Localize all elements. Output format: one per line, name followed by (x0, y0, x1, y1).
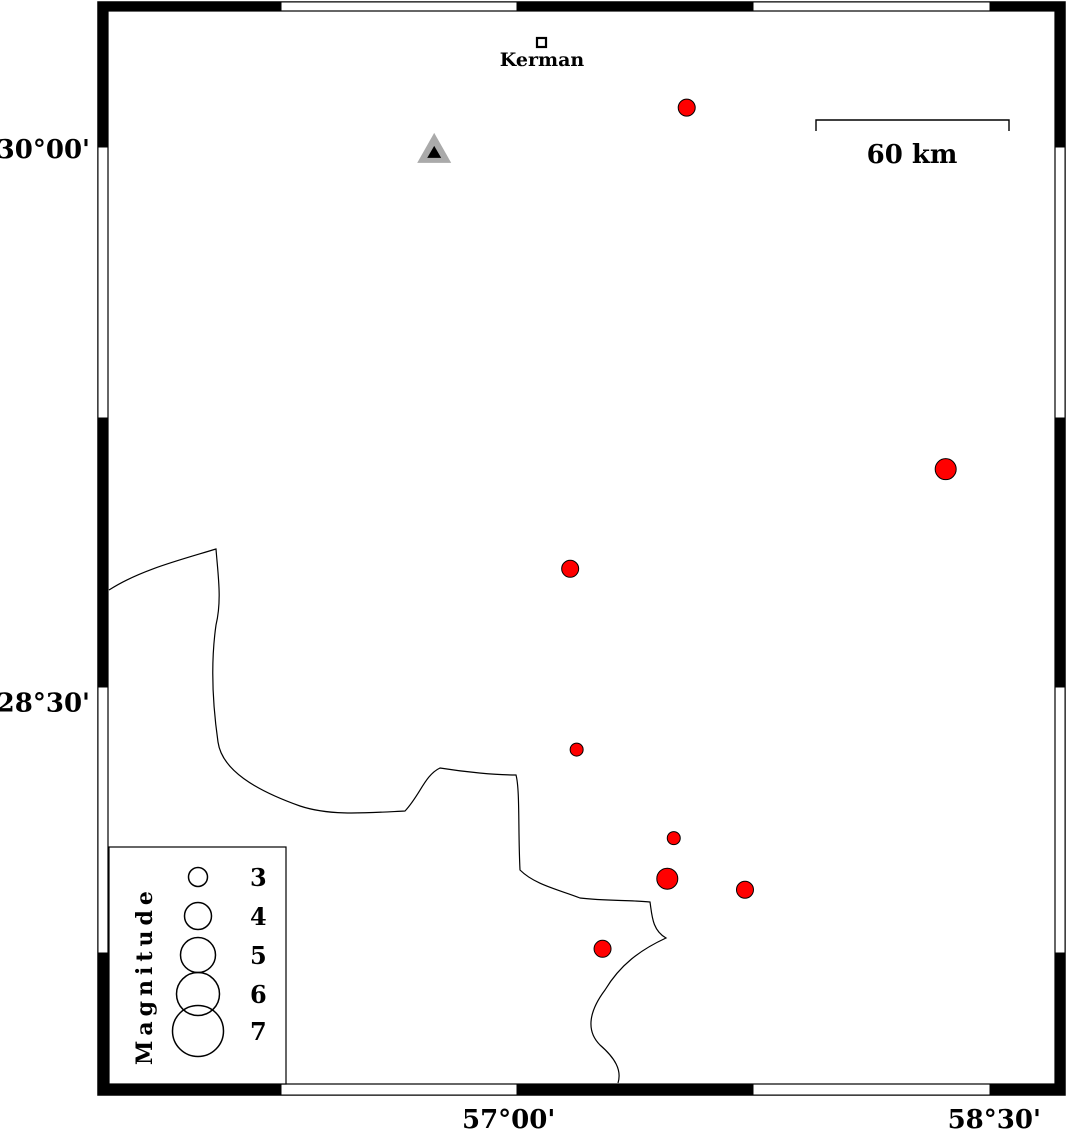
lat-tick-label: 28°30' (0, 689, 90, 719)
earthquake-circle (569, 742, 584, 757)
frame-band-left (97, 146, 109, 419)
frame-band-top (97, 1, 282, 12)
earthquake-circle (735, 880, 754, 899)
legend-label: 6 (250, 980, 267, 1009)
legend-title: Magnitude (132, 886, 158, 1065)
frame-band-right (1054, 417, 1066, 688)
station-inner-triangle (427, 145, 442, 158)
scale-bar: 60 km (815, 119, 1010, 170)
lon-tick-label: 58°30' (948, 1105, 1041, 1133)
magnitude-legend: Magnitude 3 4 5 6 7 (108, 846, 287, 1085)
frame-band-bottom (516, 1083, 754, 1096)
city-label: Kerman (500, 49, 585, 71)
frame-inner (107, 10, 1056, 1085)
frame-band-top (280, 1, 518, 12)
frame-band-top (989, 1, 1066, 12)
earthquake-circle (593, 939, 612, 958)
legend-items: 3 4 5 6 7 (171, 863, 267, 1058)
frame-band-left (97, 686, 109, 954)
frame-band-left (97, 1, 109, 148)
earthquake-circle (666, 831, 681, 846)
axis-tick-labels: 30°00' 28°30' 57°00' 58°30' (0, 135, 1041, 1133)
legend-circle (183, 901, 213, 931)
frame-band-bottom (280, 1083, 518, 1096)
frame-band-top (516, 1, 754, 12)
frame-band-right (1054, 952, 1066, 1096)
frame-band-right (1054, 1, 1066, 148)
legend-label: 3 (250, 863, 267, 892)
city-marker-icon (535, 36, 548, 49)
legend-label: 4 (250, 902, 267, 931)
frame-band-bottom (97, 1083, 282, 1096)
city-kerman: Kerman (500, 36, 585, 71)
frame-band-top (752, 1, 991, 12)
border-line (108, 548, 668, 1084)
earthquake-circle (656, 867, 679, 890)
lon-tick-label: 57°00' (462, 1105, 555, 1133)
earthquake-circle (934, 458, 957, 481)
lat-tick-label: 30°00' (0, 135, 90, 165)
earthquake-circle (561, 559, 580, 578)
scale-bar-label: 60 km (867, 140, 958, 170)
frame-band-right (1054, 146, 1066, 419)
legend-circle (187, 866, 209, 888)
frame-band-left (97, 952, 109, 1096)
station-triangle-icon (417, 132, 452, 163)
frame-band-bottom (752, 1083, 991, 1096)
frame-band-left (97, 417, 109, 688)
legend-circle (171, 1004, 225, 1058)
earthquake-circle (677, 98, 696, 117)
legend-label: 7 (250, 1017, 267, 1046)
frame-band-right (1054, 686, 1066, 954)
earthquake-events (561, 98, 957, 958)
frame-band-bottom (989, 1083, 1066, 1096)
legend-circle (175, 971, 221, 1017)
legend-label: 5 (250, 941, 267, 970)
